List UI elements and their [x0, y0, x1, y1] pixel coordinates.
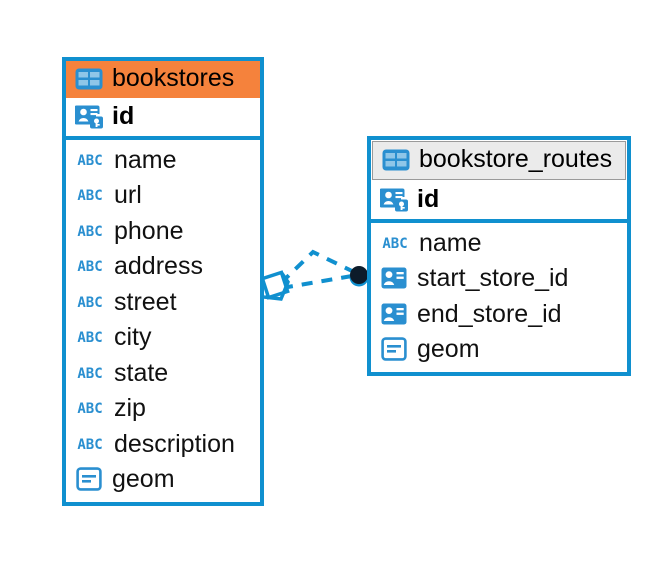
field-list-bookstore-routes: ABC name start_store_id	[371, 223, 627, 372]
field-label: address	[114, 252, 203, 280]
foreign-key-icon	[380, 302, 408, 326]
field-row-geom[interactable]: geom	[371, 332, 627, 368]
field-label: name	[419, 228, 482, 257]
field-row-end-store-id[interactable]: end_store_id	[371, 297, 627, 333]
abc-text-icon: ABC	[382, 235, 408, 252]
abc-text-icon: ABC	[77, 401, 103, 418]
field-list-bookstores: ABC name ABC url ABC phone ABC address A…	[66, 140, 260, 502]
field-label: description	[114, 429, 235, 458]
relationship-line-upper	[279, 249, 353, 285]
abc-text-icon: ABC	[77, 259, 103, 276]
field-label: geom	[112, 465, 175, 493]
field-row-name[interactable]: ABC name	[66, 143, 260, 179]
foreign-key-icon	[380, 266, 408, 290]
primary-key-icon	[380, 186, 408, 212]
field-label: city	[114, 323, 152, 351]
field-label: geom	[417, 335, 480, 363]
field-row-zip[interactable]: ABC zip	[66, 391, 260, 427]
field-row-id[interactable]: id	[66, 98, 260, 140]
field-row-start-store-id[interactable]: start_store_id	[371, 261, 627, 297]
field-label: name	[114, 145, 177, 174]
field-label: id	[112, 101, 135, 130]
field-label: end_store_id	[417, 299, 562, 328]
table-icon	[75, 68, 103, 90]
abc-text-icon: ABC	[77, 223, 103, 240]
relationship-line-lower	[281, 274, 353, 290]
filled-dot-endpoint	[349, 266, 369, 287]
entity-bookstore-routes[interactable]: bookstore_routes id ABC	[367, 136, 631, 376]
abc-text-icon: ABC	[77, 188, 103, 205]
entity-name-label: bookstore_routes	[419, 145, 613, 173]
field-row-url[interactable]: ABC url	[66, 178, 260, 214]
abc-text-icon: ABC	[77, 330, 103, 347]
field-row-description[interactable]: ABC description	[66, 427, 260, 463]
field-label: id	[417, 184, 440, 213]
geometry-icon	[380, 337, 408, 361]
field-row-city[interactable]: ABC city	[66, 320, 260, 356]
field-row-phone[interactable]: ABC phone	[66, 214, 260, 250]
field-row-state[interactable]: ABC state	[66, 356, 260, 392]
field-label: phone	[114, 216, 184, 245]
field-row-street[interactable]: ABC street	[66, 285, 260, 321]
field-row-address[interactable]: ABC address	[66, 249, 260, 285]
geometry-icon	[75, 467, 103, 491]
field-label: zip	[114, 394, 146, 422]
abc-text-icon: ABC	[77, 294, 103, 311]
field-label: state	[114, 358, 169, 387]
field-row-id[interactable]: id	[371, 181, 627, 223]
field-row-name[interactable]: ABC name	[371, 226, 627, 262]
table-icon	[382, 149, 410, 171]
abc-text-icon: ABC	[77, 152, 103, 169]
field-row-geom[interactable]: geom	[66, 462, 260, 498]
abc-text-icon: ABC	[77, 365, 103, 382]
field-label: url	[114, 181, 142, 209]
diamond-endpoint	[260, 270, 290, 301]
entity-header-bookstores[interactable]: bookstores	[66, 61, 260, 98]
field-label: street	[114, 287, 177, 316]
primary-key-icon	[75, 103, 103, 129]
entity-name-label: bookstores	[112, 64, 235, 92]
entity-bookstores[interactable]: bookstores id ABC	[62, 57, 264, 506]
entity-header-bookstore-routes[interactable]: bookstore_routes	[372, 141, 626, 180]
abc-text-icon: ABC	[77, 436, 103, 453]
field-label: start_store_id	[417, 264, 569, 292]
